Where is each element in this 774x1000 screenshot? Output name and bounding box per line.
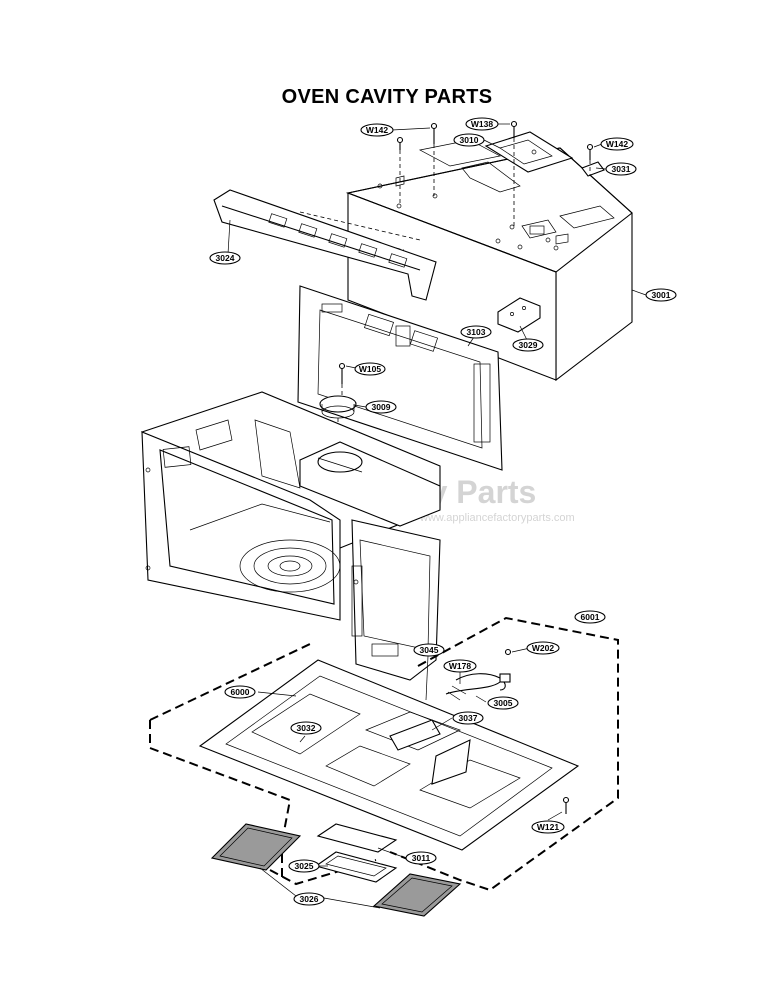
callout-6000: 6000 [224, 685, 256, 699]
callout-3032: 3032 [290, 721, 322, 735]
svg-text:W105: W105 [359, 364, 381, 374]
callout-w142-a: W142 [360, 123, 394, 137]
wire-harness-3005 [445, 648, 512, 701]
callout-3011: 3011 [405, 851, 437, 865]
callout-3025: 3025 [288, 859, 320, 873]
svg-text:3010: 3010 [460, 135, 479, 145]
svg-text:3001: 3001 [652, 290, 671, 300]
svg-text:3037: 3037 [459, 713, 478, 723]
callout-3009: 3009 [365, 400, 397, 414]
callout-3024: 3024 [209, 251, 241, 265]
oven-cavity [140, 391, 441, 681]
svg-text:W142: W142 [366, 125, 388, 135]
svg-text:3011: 3011 [412, 853, 431, 863]
clip-3031 [581, 161, 605, 177]
callout-w142-b: W142 [600, 137, 634, 151]
diagram-title: OVEN CAVITY PARTS [281, 86, 493, 108]
screw-w121 [562, 796, 570, 814]
callout-3029: 3029 [512, 338, 544, 352]
screw-w105 [338, 362, 346, 396]
callout-w105: W105 [354, 362, 386, 376]
svg-text:3009: 3009 [372, 402, 391, 412]
callout-3103: 3103 [460, 325, 492, 339]
callout-w178: W178 [443, 659, 477, 673]
callout-3010: 3010 [453, 133, 485, 147]
svg-text:3032: 3032 [297, 723, 316, 733]
callout-w138: W138 [465, 117, 499, 131]
svg-text:3026: 3026 [300, 894, 319, 904]
callout-w121: W121 [531, 820, 565, 834]
svg-text:3025: 3025 [295, 861, 314, 871]
top-cover-3010 [461, 131, 574, 193]
svg-text:3031: 3031 [612, 164, 631, 174]
svg-text:W178: W178 [449, 661, 471, 671]
svg-text:3024: 3024 [216, 253, 235, 263]
callout-3031: 3031 [605, 162, 637, 176]
callout-6001: 6001 [574, 610, 606, 624]
callout-3026: 3026 [293, 892, 325, 906]
callout-w202: W202 [526, 641, 560, 655]
svg-text:W121: W121 [537, 822, 559, 832]
callout-3001: 3001 [645, 288, 677, 302]
callout-labels: W142 W138 3010 W142 3031 3024 [209, 117, 677, 906]
callout-3005: 3005 [487, 696, 519, 710]
svg-text:W142: W142 [606, 139, 628, 149]
svg-text:3005: 3005 [494, 698, 513, 708]
callout-3037: 3037 [452, 711, 484, 725]
bracket-3029 [497, 297, 541, 333]
svg-text:3103: 3103 [467, 327, 486, 337]
watermark-url: www.appliancefactoryparts.com [419, 512, 575, 524]
svg-text:W138: W138 [471, 119, 493, 129]
window-3011 [314, 823, 398, 883]
outer-case-3001 [346, 139, 633, 382]
screws-top [396, 120, 594, 160]
svg-text:3045: 3045 [420, 645, 439, 655]
base-plate [198, 659, 580, 851]
svg-text:W202: W202 [532, 643, 554, 653]
svg-text:3029: 3029 [519, 340, 538, 350]
vent-grille-3024 [213, 189, 437, 301]
rear-panel-3103 [297, 285, 503, 471]
svg-text:6001: 6001 [581, 612, 600, 622]
callout-3045: 3045 [413, 643, 445, 657]
svg-text:6000: 6000 [231, 687, 250, 697]
grease-filters-3026 [210, 823, 462, 917]
